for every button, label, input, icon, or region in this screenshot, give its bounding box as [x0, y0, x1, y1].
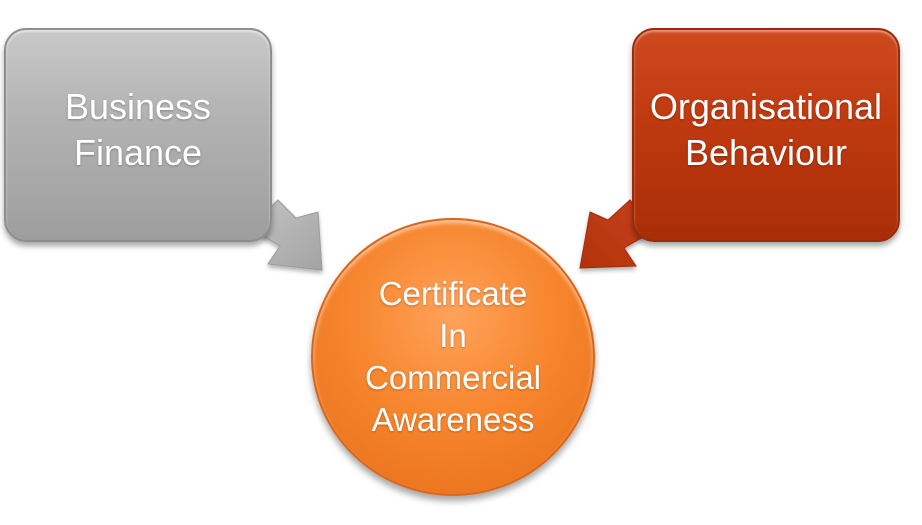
business-finance-label: Business Finance	[64, 86, 212, 173]
certificate-label: Certificate In Commercial Awareness	[364, 275, 542, 438]
organisational-behaviour-box: Organisational Behaviour	[632, 28, 900, 242]
certificate-circle: Certificate In Commercial Awareness	[311, 218, 595, 496]
business-finance-box: Business Finance	[4, 28, 272, 242]
organisational-behaviour-label: Organisational Behaviour	[649, 86, 883, 173]
